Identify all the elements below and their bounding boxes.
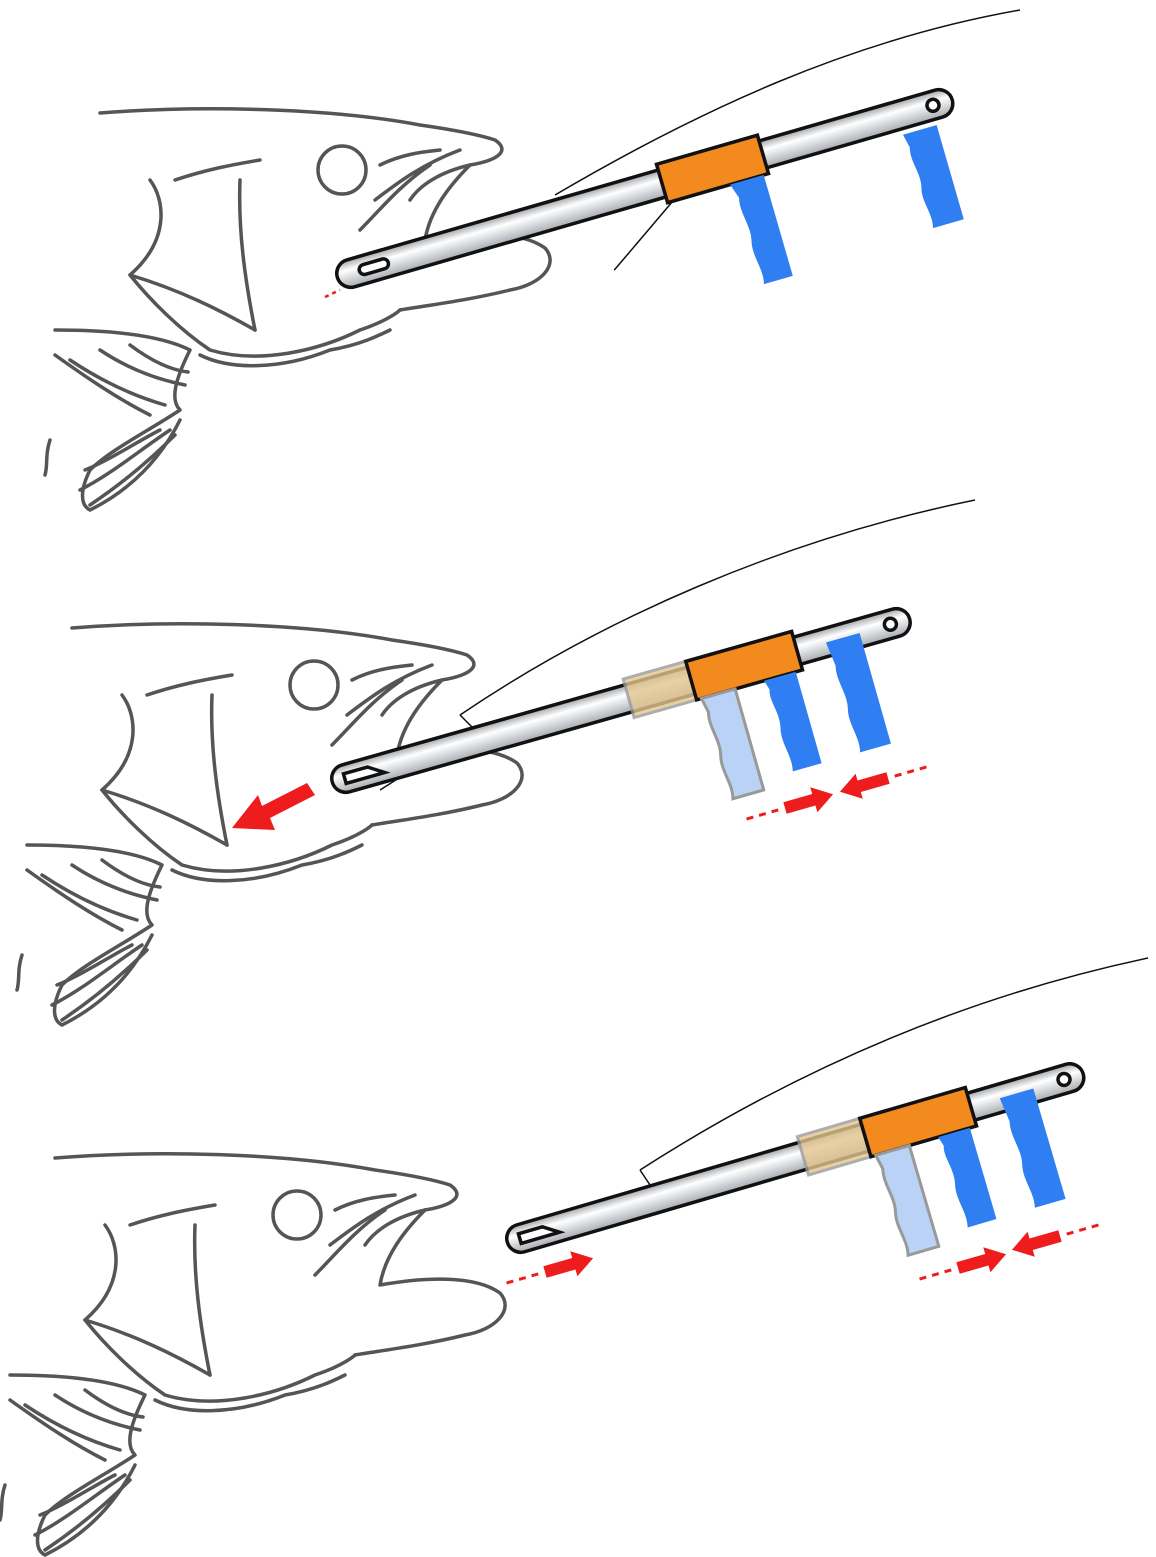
panel-3 <box>0 957 1149 1557</box>
fishing-line <box>459 499 976 716</box>
motion-arrow-icon <box>834 752 932 806</box>
fishing-line <box>639 957 1149 1171</box>
fish-head-icon <box>43 107 552 512</box>
hook-remover-tool-icon <box>499 1052 1121 1364</box>
panel-1 <box>43 9 1021 512</box>
motion-arrow-icon <box>232 783 315 830</box>
fishing-line <box>554 9 1021 196</box>
panel-2 <box>15 499 976 1027</box>
motion-arrow-icon <box>1006 1210 1104 1264</box>
hook-indicator <box>324 288 341 299</box>
fish-head-icon <box>0 1152 507 1557</box>
